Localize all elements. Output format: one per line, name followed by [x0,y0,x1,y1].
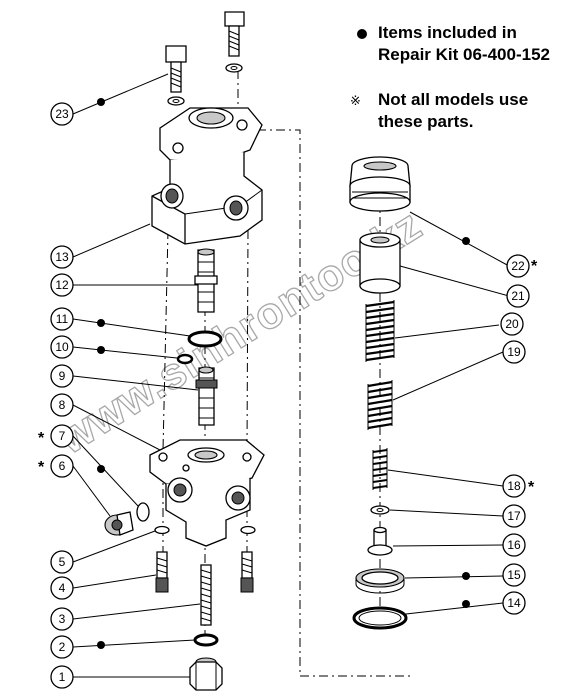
svg-text:22: 22 [511,259,525,273]
nut-1 [189,657,223,691]
legend-kit-line2: Repair Kit 06-400-152 [378,45,550,64]
svg-text:3: 3 [59,612,66,626]
svg-text:4: 4 [59,581,66,595]
svg-text:2: 2 [59,640,66,654]
legend-kit-line1: Items included in [378,23,517,42]
callout-22: 22 * [506,254,538,278]
callout-6: 6 * [38,454,74,478]
svg-text:6: 6 [59,459,66,473]
upper-piston [194,248,218,313]
valve-16 [367,526,393,556]
pipe-plug-6 [104,511,134,536]
svg-text:13: 13 [55,250,69,264]
star-mark-6: * [38,459,45,476]
ring-14 [352,606,408,630]
upper-housing [151,107,263,245]
svg-text:16: 16 [507,538,521,552]
legend-star-line2: these parts. [378,112,474,131]
svg-text:11: 11 [56,312,69,326]
svg-text:10: 10 [55,340,69,354]
spring-19 [367,380,393,430]
lower-housing [149,439,265,547]
svg-text:23: 23 [55,107,69,121]
capscrew-4-right [240,551,254,593]
svg-text:7: 7 [59,429,66,443]
lower-plunger [195,366,218,426]
callout-21: 21 [506,284,530,308]
callout-15: 15 [502,563,526,587]
svg-text:15: 15 [507,568,521,582]
callout-9: 9 [50,364,74,388]
callout-8: 8 [50,393,74,417]
leader-lines [72,73,510,678]
callout-20: 20 [500,312,524,336]
spring-20 [365,300,395,362]
svg-text:12: 12 [55,278,69,292]
seal-15 [355,568,405,594]
star-mark-18: * [528,479,535,496]
washer-5-right [240,525,256,535]
svg-text:21: 21 [511,289,525,303]
star-mark-22: * [531,258,538,275]
callout-11: 11 [50,307,74,331]
legend-star-line1: Not all models use [378,90,529,109]
callout-4: 4 [50,576,74,600]
svg-text:19: 19 [507,345,521,359]
washer-7 [136,502,150,522]
top-bolt-left [165,45,187,106]
svg-text:5: 5 [59,555,66,569]
washer-17 [370,505,390,515]
callout-1: 1 [50,665,74,689]
svg-text:8: 8 [59,398,66,412]
callout-23: 23 [50,102,74,126]
callout-2: 2 [50,635,74,659]
callout-3: 3 [50,607,74,631]
svg-text:1: 1 [59,670,66,684]
callout-14: 14 [502,591,526,615]
svg-text:18: 18 [507,479,521,493]
stud-3 [200,564,212,626]
o-ring-2 [193,633,219,647]
piston-21 [359,232,401,294]
o-ring-11 [187,330,223,348]
diaphragm-cap-22 [349,156,411,212]
legend-bullet-icon [357,29,367,39]
callout-19: 19 [502,340,526,364]
callout-10: 10 [50,335,74,359]
svg-text:9: 9 [59,369,66,383]
callout-12: 12 [50,273,74,297]
leader-dots [97,98,470,649]
svg-text:17: 17 [507,509,521,523]
washer-5-left [154,525,170,535]
o-ring-10 [176,353,194,365]
callout-18: 18 * [502,474,535,498]
legend-star-symbol: ※ [350,93,361,108]
top-bolt-right [224,11,245,73]
star-mark-7: * [38,430,45,447]
spring-18 [372,448,388,490]
svg-text:14: 14 [507,596,521,610]
callout-7: 7 * [38,424,74,448]
callout-5: 5 [50,550,74,574]
capscrew-4-left [155,551,169,593]
svg-text:20: 20 [505,317,519,331]
callout-16: 16 [502,533,526,557]
callout-13: 13 [50,245,74,269]
callout-17: 17 [502,504,526,528]
